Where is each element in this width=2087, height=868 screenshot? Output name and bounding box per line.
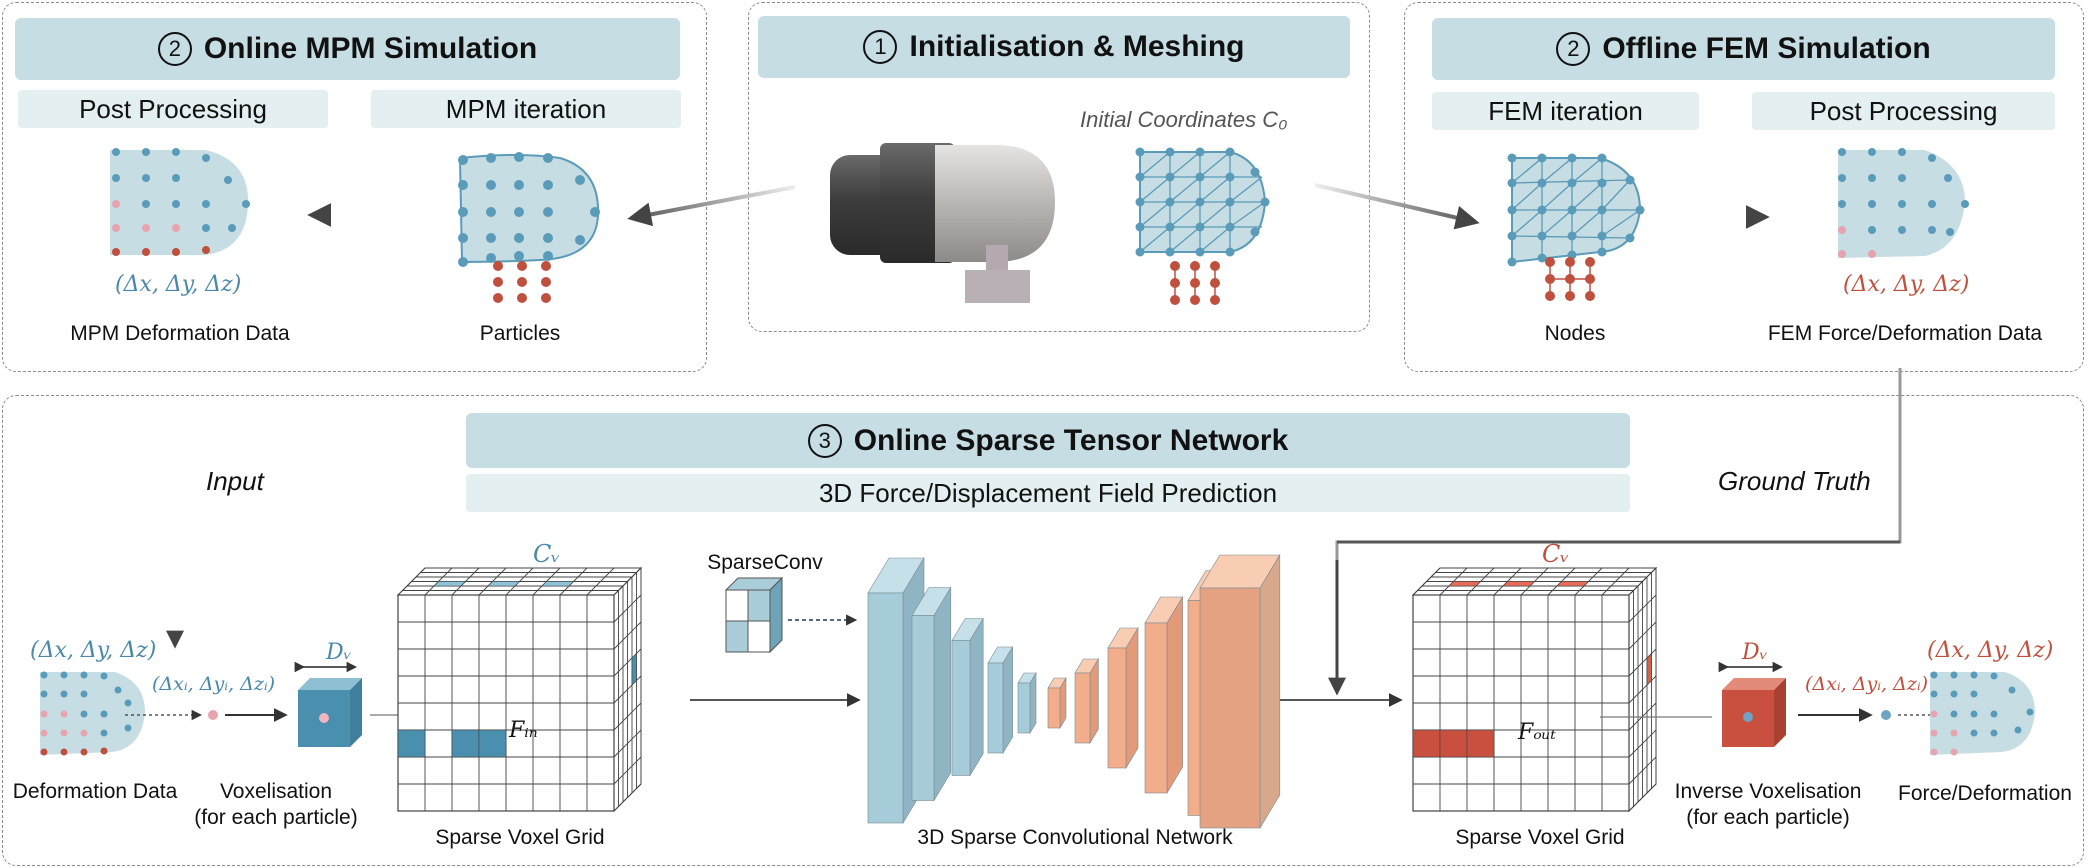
network-subtitle: 3D Force/Displacement Field Prediction bbox=[466, 474, 1630, 512]
deformation-data-caption: Deformation Data bbox=[12, 780, 178, 803]
fem-header: 2 Offline FEM Simulation bbox=[1432, 18, 2055, 80]
initial-coordinates-label: Initial Coordinates C₀ bbox=[1080, 107, 1288, 132]
fem-delta-label: (Δx, Δy, Δz) bbox=[1843, 272, 1970, 297]
panel-fem-simulation bbox=[1404, 2, 2084, 372]
mpm-post-processing-label: Post Processing bbox=[18, 90, 328, 128]
init-header: 1 Initialisation & Meshing bbox=[758, 16, 1350, 78]
arrow-init-to-fem bbox=[1314, 183, 1480, 230]
network-layer bbox=[1074, 672, 1091, 744]
sparse-voxel-grid-right-caption: Sparse Voxel Grid bbox=[1455, 826, 1625, 849]
step-number-badge: 1 bbox=[863, 30, 898, 64]
capsule-sensor-image bbox=[830, 143, 1055, 303]
fem-iteration-label: FEM iteration bbox=[1432, 92, 1699, 130]
step-number-badge: 2 bbox=[1556, 32, 1591, 66]
network-layer bbox=[1166, 595, 1183, 795]
initial-mesh-shape bbox=[1135, 147, 1270, 305]
right-delta-i-label: (Δxᵢ, Δyᵢ, Δzᵢ) bbox=[1805, 673, 1929, 695]
network-layer bbox=[1259, 553, 1281, 830]
ground-truth-label: Ground Truth bbox=[1718, 466, 1871, 496]
network-layer bbox=[1107, 647, 1127, 769]
panel-mpm-simulation bbox=[2, 2, 707, 372]
step-number-badge: 3 bbox=[807, 423, 842, 458]
network-layer bbox=[987, 662, 1004, 754]
input-label: Input bbox=[206, 466, 264, 496]
voxelisation-caption: Voxelisation bbox=[219, 780, 333, 803]
network-layer bbox=[911, 615, 935, 801]
network-layer bbox=[1002, 645, 1013, 755]
init-title: Initialisation & Meshing bbox=[909, 30, 1245, 63]
panel-initialisation bbox=[748, 2, 1370, 332]
voxelisation-caption-sub: (for each particle) bbox=[194, 806, 358, 829]
mpm-post-shape bbox=[110, 148, 250, 256]
voxel-cube-blue bbox=[294, 661, 362, 747]
network-layer bbox=[1199, 587, 1261, 829]
mpm-title: Online MPM Simulation bbox=[203, 32, 538, 65]
sparse-voxel-grid-left bbox=[396, 566, 643, 813]
step-number-badge: 2 bbox=[157, 32, 192, 66]
network-layer bbox=[1089, 657, 1099, 745]
network-layer bbox=[969, 617, 984, 777]
dv-right-label: Dᵥ bbox=[1742, 640, 1768, 665]
network-layer bbox=[1144, 622, 1168, 794]
fin-label: Fᵢₙ bbox=[509, 718, 538, 743]
cv-left-label: Cᵥ bbox=[533, 540, 561, 568]
sparse-voxel-grid-right bbox=[1411, 566, 1658, 813]
fem-nodes-shape bbox=[1507, 153, 1645, 301]
sparseconv-kernel-icon bbox=[724, 576, 858, 654]
mpm-delta-label: (Δx, Δy, Δz) bbox=[115, 272, 242, 297]
mpm-iteration-label: MPM iteration bbox=[371, 90, 681, 128]
deformation-data-shape bbox=[40, 671, 145, 756]
network-caption: 3D Sparse Convolutional Network bbox=[917, 826, 1233, 849]
fem-force-deformation-caption: FEM Force/Deformation Data bbox=[1767, 322, 2043, 345]
network-layer bbox=[951, 640, 971, 776]
fem-title: Offline FEM Simulation bbox=[1602, 32, 1931, 65]
inverse-voxelisation-caption: Inverse Voxelisation bbox=[1674, 780, 1862, 803]
network-layer bbox=[1029, 671, 1037, 735]
fem-post-processing-label: Post Processing bbox=[1752, 92, 2055, 130]
fout-label: Fₒᵤₜ bbox=[1518, 720, 1556, 745]
nodes-caption: Nodes bbox=[1544, 322, 1606, 345]
inverse-voxelisation-caption-sub: (for each particle) bbox=[1686, 806, 1850, 829]
voxel-cube-red bbox=[1718, 661, 1786, 747]
cv-right-label: Cᵥ bbox=[1542, 540, 1570, 568]
dv-left-label: Dᵥ bbox=[326, 640, 352, 665]
arrow-init-to-mpm bbox=[627, 185, 796, 227]
right-delta-label: (Δx, Δy, Δz) bbox=[1927, 638, 2054, 663]
left-delta-i-label: (Δxᵢ, Δyᵢ, Δzᵢ) bbox=[152, 673, 276, 695]
force-deformation-shape bbox=[1930, 671, 2035, 756]
mpm-deformation-data-caption: MPM Deformation Data bbox=[70, 322, 290, 345]
network-layer bbox=[1017, 682, 1031, 734]
sparseconv-label: SparseConv bbox=[707, 551, 823, 574]
left-delta-label: (Δx, Δy, Δz) bbox=[30, 638, 157, 663]
network-header: 3 Online Sparse Tensor Network bbox=[466, 413, 1630, 468]
network-layer bbox=[933, 586, 952, 802]
panel-sparse-tensor-network bbox=[2, 395, 2084, 866]
force-deformation-caption: Force/Deformation bbox=[1898, 782, 2072, 805]
network-title: Online Sparse Tensor Network bbox=[853, 423, 1289, 457]
sparse-conv-network-layers bbox=[867, 553, 1281, 830]
mpm-particles-shape bbox=[458, 152, 600, 303]
single-particle-dot bbox=[1881, 710, 1891, 720]
network-layer bbox=[1125, 626, 1139, 770]
single-particle-dot bbox=[208, 710, 218, 720]
fem-post-shape bbox=[1838, 148, 1969, 258]
mpm-header: 2 Online MPM Simulation bbox=[15, 18, 680, 80]
network-layer bbox=[1047, 687, 1061, 729]
sparse-voxel-grid-left-caption: Sparse Voxel Grid bbox=[435, 826, 605, 849]
network-layer bbox=[867, 592, 904, 824]
particles-caption: Particles bbox=[479, 322, 561, 345]
